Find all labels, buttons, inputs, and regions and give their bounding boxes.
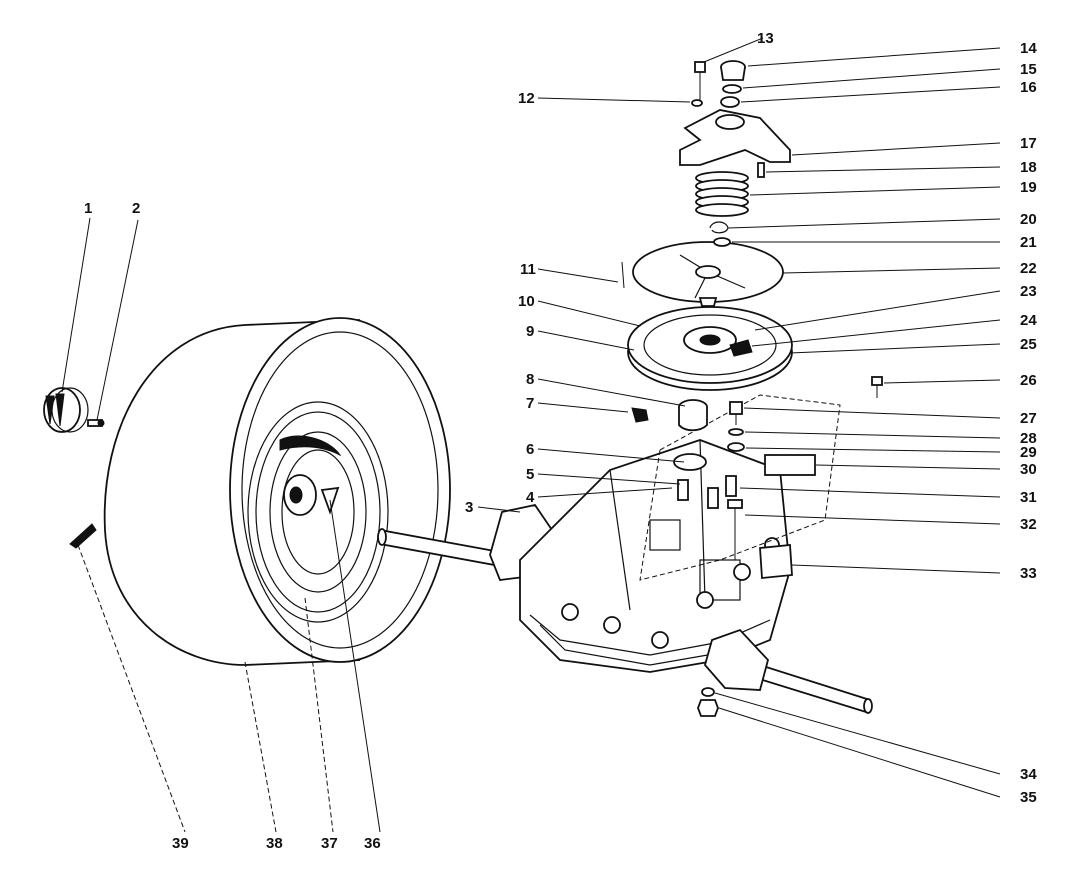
callout-6: 6 <box>526 441 534 458</box>
callout-4: 4 <box>526 489 535 506</box>
callout-16: 16 <box>1020 79 1037 96</box>
callout-11: 11 <box>520 261 536 278</box>
callout-19: 19 <box>1020 179 1037 196</box>
callout-10: 10 <box>518 293 535 310</box>
callout-9: 9 <box>526 323 534 340</box>
part-37-rim <box>247 401 389 623</box>
leader-lines <box>61 37 1001 833</box>
part-13-bolt <box>694 61 706 100</box>
callout-26: 26 <box>1020 372 1037 389</box>
part-30-cover-plate <box>639 394 841 581</box>
callout-21: 21 <box>1020 234 1037 251</box>
callout-15: 15 <box>1020 61 1037 78</box>
callout-12: 12 <box>518 90 535 107</box>
part-38-tire <box>103 317 451 666</box>
part-22-pressure-plate <box>632 241 784 307</box>
part-39-valve-stem <box>69 523 97 549</box>
part-1-hub-cap <box>43 387 89 433</box>
part-7-clip <box>631 407 649 423</box>
part-32-long-bolt <box>727 499 743 560</box>
part-29-washer <box>727 442 745 452</box>
callout-5: 5 <box>526 466 534 483</box>
callout-17: 17 <box>1020 135 1037 152</box>
callout-36: 36 <box>364 835 381 852</box>
callout-7: 7 <box>526 395 534 412</box>
transaxle-housing <box>519 439 793 673</box>
callout-31: 31 <box>1020 489 1037 506</box>
callout-33: 33 <box>1020 565 1037 582</box>
part-6-gasket <box>673 453 707 471</box>
part-2-stud <box>87 419 105 427</box>
callout-34: 34 <box>1020 766 1037 783</box>
callout-3: 3 <box>465 499 473 516</box>
callout-28: 28 <box>1020 430 1037 447</box>
part-21-retainer <box>713 237 731 247</box>
part-17-yoke-bracket <box>679 109 791 166</box>
callout-1: 1 <box>84 200 92 217</box>
callout-20: 20 <box>1020 211 1037 228</box>
part-31-bolts <box>677 475 737 509</box>
callout-25: 25 <box>1020 336 1037 353</box>
callout-18: 18 <box>1020 159 1037 176</box>
part-26-screw <box>871 376 883 398</box>
callout-30: 30 <box>1020 461 1037 478</box>
callout-39: 39 <box>172 835 189 852</box>
callout-23: 23 <box>1020 283 1037 300</box>
axle-right <box>704 628 873 714</box>
part-11-pin <box>621 261 625 289</box>
part-23-hub <box>683 326 737 354</box>
callout-2: 2 <box>132 200 140 217</box>
part-24-key <box>729 339 753 357</box>
callout-29: 29 <box>1020 444 1037 461</box>
callout-37: 37 <box>321 835 338 852</box>
callout-22: 22 <box>1020 260 1037 277</box>
part-35-nut <box>697 699 719 717</box>
part-34-washer <box>701 687 715 697</box>
callout-35: 35 <box>1020 789 1037 806</box>
part-12-washer <box>691 99 703 107</box>
part-16-nut <box>720 96 740 108</box>
callout-14: 14 <box>1020 40 1037 57</box>
callout-24: 24 <box>1020 312 1037 329</box>
part-14-cap <box>720 60 746 81</box>
callout-32: 32 <box>1020 516 1037 533</box>
callout-8: 8 <box>526 371 534 388</box>
part-20-snap-ring <box>709 221 729 234</box>
part-8-bushing <box>678 399 708 432</box>
part-15-washer <box>722 84 742 94</box>
part-28-washer <box>728 428 744 436</box>
part-19-spring <box>695 171 749 217</box>
part-27-bolt <box>729 401 743 425</box>
part-18-pin <box>757 162 765 178</box>
callout-labels: 1 2 3 4 5 6 7 8 9 10 11 12 13 14 15 16 1… <box>84 30 1037 852</box>
callout-13: 13 <box>757 30 774 47</box>
callout-38: 38 <box>266 835 283 852</box>
callout-27: 27 <box>1020 410 1037 427</box>
part-36-hub <box>283 474 340 516</box>
